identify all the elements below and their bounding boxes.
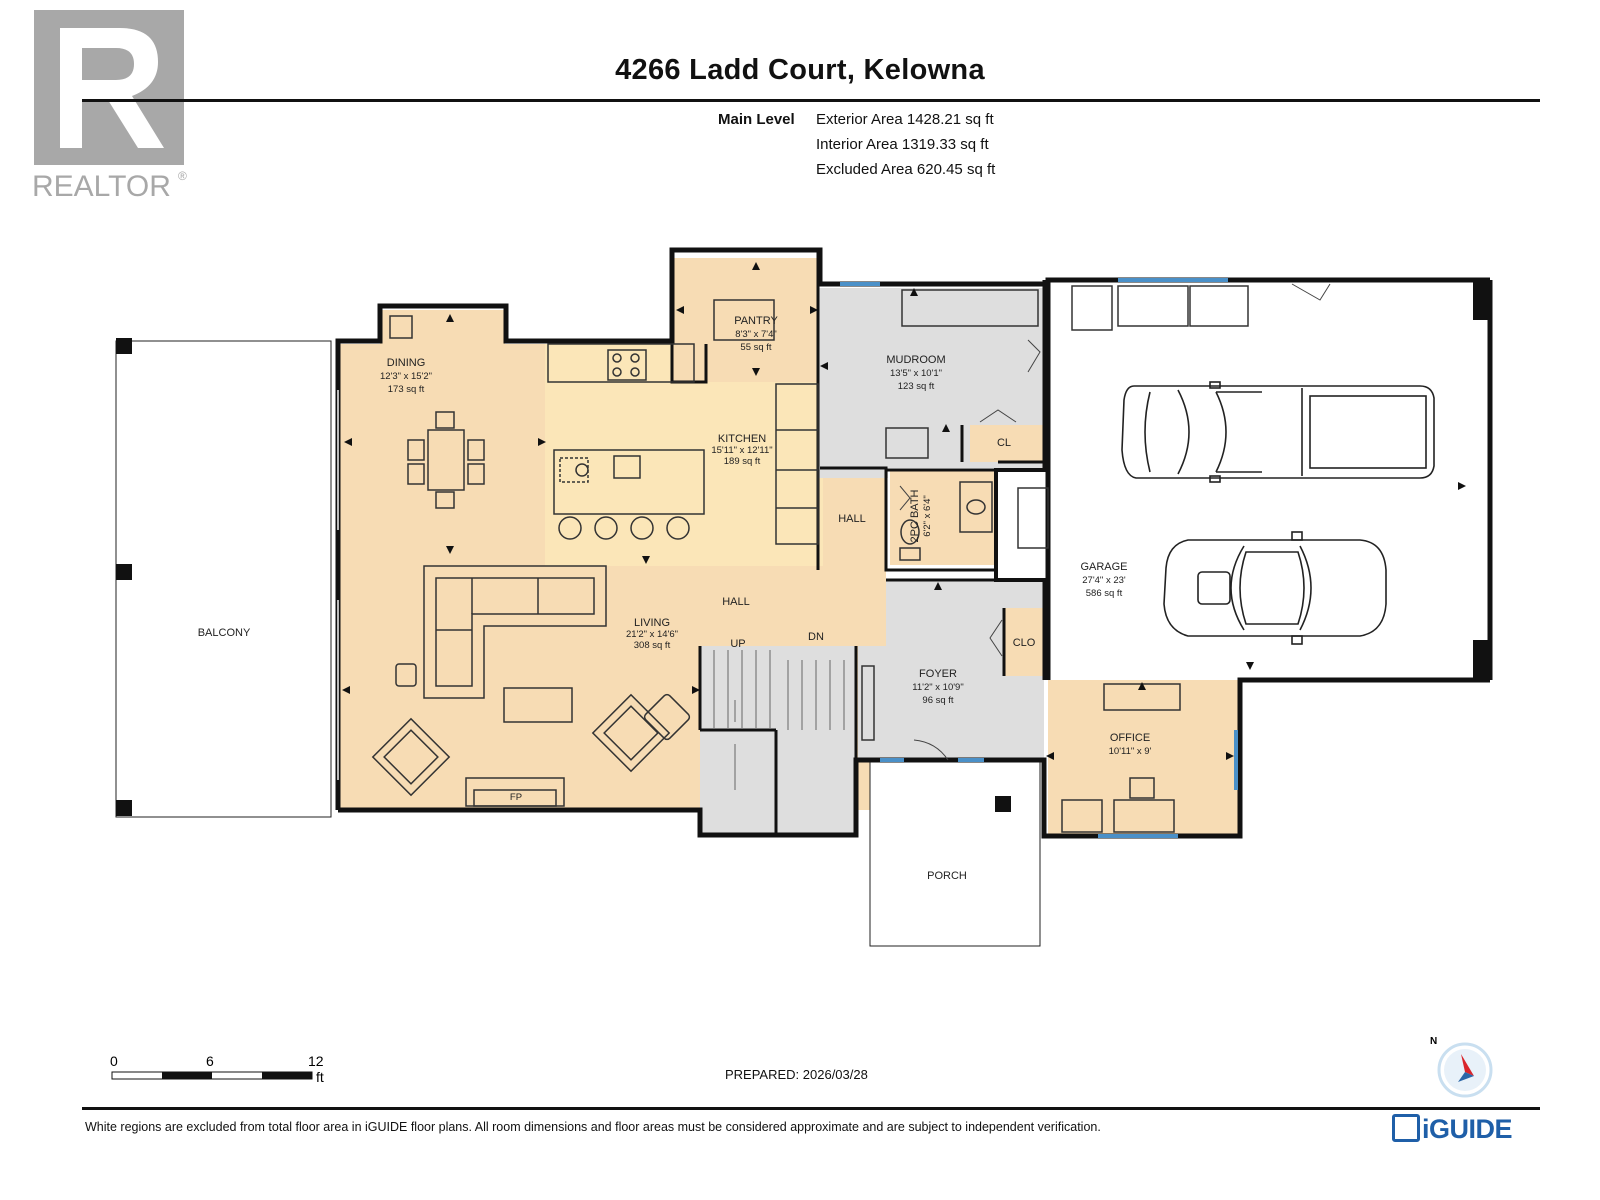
dining-room: [338, 344, 545, 566]
furniture: [371, 285, 1249, 833]
pantry-dims: 8'3" x 7'4": [735, 329, 777, 340]
compass-north-label: N: [1430, 1036, 1437, 1047]
porch-area: [869, 759, 1041, 947]
exterior-area: Exterior Area 1428.21 sq ft: [816, 111, 994, 128]
iguide-logo-text: iGUIDE: [1422, 1114, 1513, 1144]
stairwell: [700, 646, 856, 834]
bath-label: 2PC BATH: [909, 489, 921, 542]
disclaimer-text: White regions are excluded from total fl…: [85, 1120, 1101, 1134]
living-area: 308 sq ft: [634, 640, 671, 651]
hall-main: [545, 566, 885, 646]
garage-room: [1048, 284, 1490, 678]
coffee-table: [503, 687, 573, 723]
balcony-area: [115, 340, 332, 818]
prepared-date: PREPARED: 2026/03/28: [725, 1067, 868, 1082]
office-room: [1048, 680, 1238, 836]
bath-dims: 6'2" x 6'4": [922, 495, 933, 537]
level-label: Main Level: [718, 111, 795, 128]
dining-label: DINING: [387, 357, 426, 369]
kitchen-label: KITCHEN: [718, 433, 766, 445]
kitchen-area: 189 sq ft: [724, 456, 761, 467]
north-compass-icon: N: [1430, 1036, 1493, 1098]
garage-label: GARAGE: [1080, 561, 1127, 573]
bath-room: [890, 470, 996, 565]
armchair-left: [371, 717, 451, 797]
excluded-area: Excluded Area 620.45 sq ft: [816, 161, 996, 178]
sports-car: [1163, 531, 1387, 645]
scale-unit: ft: [316, 1069, 324, 1085]
office-label: OFFICE: [1110, 732, 1150, 744]
scale-tick-0: 0: [110, 1053, 118, 1069]
pickup-truck: [1121, 381, 1435, 483]
sectional-sofa: [423, 565, 607, 699]
living-label: LIVING: [634, 617, 670, 629]
dimension-arrows: [342, 262, 1466, 760]
dining-dims: 12'3" x 15'2": [380, 371, 432, 382]
closet-cl: [970, 425, 1044, 462]
iguide-logo-icon: [1392, 1114, 1420, 1142]
pantry-label: PANTRY: [734, 315, 778, 327]
mudroom-label: MUDROOM: [886, 354, 945, 366]
porch-label: PORCH: [927, 870, 967, 882]
dining-table: [427, 429, 465, 491]
foyer-label: FOYER: [919, 668, 957, 680]
svg-text:®: ®: [178, 169, 187, 183]
scale-bar: 0 6 12 ft: [110, 1053, 324, 1085]
closet-clo: [1004, 608, 1044, 676]
dining-area: 173 sq ft: [388, 384, 425, 395]
fireplace-label: FP: [510, 792, 522, 803]
mudroom-dims: 13'5" x 10'1": [890, 368, 942, 379]
stairs-down-label: DN: [808, 631, 824, 643]
office-dims: 10'11" x 9': [1109, 746, 1152, 757]
closet-cl-label: CL: [997, 437, 1011, 449]
realtor-logo: REALTOR ®: [32, 10, 187, 203]
title-divider: [82, 99, 1540, 102]
hall-vertical-label: HALL: [838, 513, 866, 525]
garage-dims: 27'4" x 23': [1082, 575, 1126, 586]
cooktop: [607, 349, 647, 381]
kitchen-island: [553, 449, 705, 515]
realtor-logo-text: REALTOR: [32, 170, 171, 203]
closet-clo-label: CLO: [1013, 637, 1036, 649]
pantry-room: [672, 258, 818, 382]
doors: [899, 283, 1331, 761]
foyer-area: 96 sq ft: [922, 695, 954, 706]
stairs-up-label: UP: [730, 638, 745, 650]
page-title: 4266 Ladd Court, Kelowna: [615, 54, 985, 86]
living-dims: 21'2" x 14'6": [626, 629, 678, 640]
mudroom-area: 123 sq ft: [898, 381, 935, 392]
garage-area: 586 sq ft: [1086, 588, 1123, 599]
hall-main-label: HALL: [722, 596, 750, 608]
pantry-area: 55 sq ft: [740, 342, 772, 353]
foyer-dims: 11'2" x 10'9": [912, 682, 963, 693]
armchair-right: [591, 693, 671, 773]
stair-treads: [713, 650, 845, 790]
hall-vertical: [823, 468, 885, 573]
footer-divider: [82, 1107, 1540, 1110]
interior-area: Interior Area 1319.33 sq ft: [816, 136, 989, 153]
kitchen-dims: 15'11" x 12'11": [711, 445, 772, 456]
iguide-logo: iGUIDE: [1392, 1114, 1513, 1145]
scale-tick-6: 6: [206, 1053, 214, 1069]
scale-tick-12: 12: [308, 1053, 324, 1069]
garage-vehicles: [1121, 381, 1435, 645]
windows: [337, 278, 1238, 838]
balcony-label: BALCONY: [198, 627, 251, 639]
